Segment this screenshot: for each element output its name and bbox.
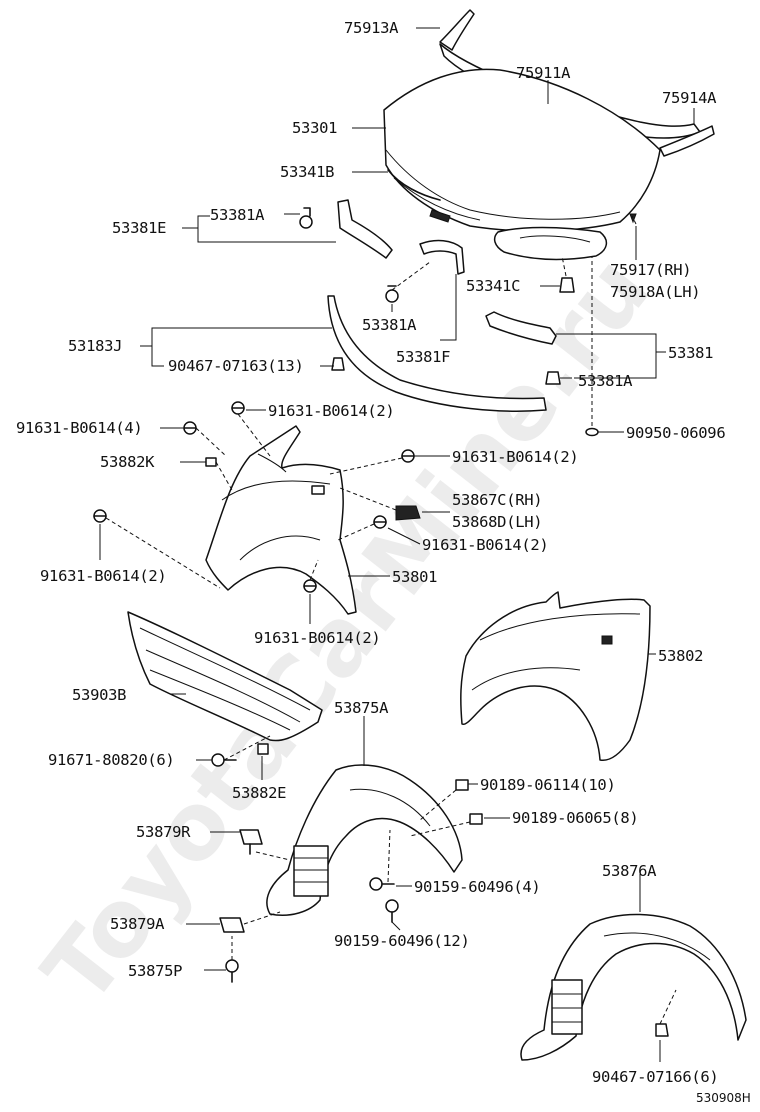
label-90159-b: 90159-60496(12) <box>334 932 469 950</box>
bolt-90159-b <box>385 899 399 923</box>
label-53381A-1: 53381A <box>210 206 265 224</box>
label-75918A: 75918A(LH) <box>610 283 700 301</box>
hood-underside-bracket <box>493 226 608 261</box>
label-91631-f: 91631-B0614(2) <box>254 629 380 647</box>
dashed-assembly-lines <box>105 215 677 1025</box>
hood-protector-75913A <box>439 9 475 51</box>
clip-90467-07163 <box>331 357 345 371</box>
label-53801: 53801 <box>392 568 437 586</box>
clip-53381A-2 <box>385 285 399 303</box>
label-53879R: 53879R <box>136 823 191 841</box>
label-90950-06096: 90950-06096 <box>626 424 725 442</box>
bumper-reinforcement-53903B <box>127 611 323 742</box>
hood-cushion-53381 <box>485 311 557 345</box>
label-90467-07163: 90467-07163(13) <box>168 357 303 375</box>
label-90189-06114: 90189-06114(10) <box>480 776 615 794</box>
label-53882K: 53882K <box>100 453 155 471</box>
label-91631-b: 91631-B0614(4) <box>16 419 142 437</box>
label-53867C: 53867C(RH) <box>452 491 542 509</box>
label-53875A: 53875A <box>334 699 389 717</box>
leader-lines <box>99 27 695 1062</box>
figure-id: 530908H <box>696 1091 751 1105</box>
seal-53183J <box>327 295 547 412</box>
label-53301: 53301 <box>292 119 337 137</box>
fender-liner-53876A <box>520 913 747 1061</box>
label-90467-07166: 90467-07166(6) <box>592 1068 718 1086</box>
label-53381A-3: 53381A <box>578 372 633 390</box>
fender-apron-53801 <box>205 425 357 615</box>
hood-cushion-53381E <box>337 199 393 259</box>
label-75914A: 75914A <box>662 89 717 107</box>
bracket-53882K <box>205 457 217 467</box>
label-90159-a: 90159-60496(4) <box>414 878 540 896</box>
label-75913A: 75913A <box>344 19 399 37</box>
label-53876A: 53876A <box>602 862 657 880</box>
label-91631-d: 91631-B0614(2) <box>40 567 166 585</box>
label-75911A: 75911A <box>516 64 571 82</box>
fender-53802 <box>460 591 651 762</box>
label-53183J: 53183J <box>68 337 122 355</box>
clip-53381A-1 <box>299 207 313 229</box>
label-53903B: 53903B <box>72 686 126 704</box>
clip-90950-06096 <box>585 427 599 437</box>
clip-53341C <box>559 277 575 293</box>
hood-cushion-53381F <box>419 239 465 275</box>
label-53882E: 53882E <box>232 784 286 802</box>
label-91631-a: 91631-B0614(2) <box>268 402 394 420</box>
label-53381: 53381 <box>668 344 713 362</box>
label-53341C: 53341C <box>466 277 520 295</box>
clip-90467-07166 <box>655 1023 669 1037</box>
cushion-53867C <box>395 505 421 521</box>
hood-seal-53341B <box>387 169 441 201</box>
bolt-91631-e <box>373 515 387 529</box>
bracket-53879R <box>239 829 263 855</box>
bolt-91631-a <box>231 401 245 415</box>
hood-panel-53301 <box>383 68 661 232</box>
retainer-53882E <box>257 743 269 755</box>
bolt-53875P <box>225 959 239 983</box>
hood-protector-75914A <box>659 125 715 157</box>
label-53381F: 53381F <box>396 348 450 366</box>
label-90189-06065: 90189-06065(8) <box>512 809 638 827</box>
label-53802: 53802 <box>658 647 703 665</box>
label-53879A: 53879A <box>110 915 165 933</box>
fender-liner-53875A <box>266 764 463 916</box>
bolt-90159-a <box>369 877 395 891</box>
label-91631-c: 91631-B0614(2) <box>452 448 578 466</box>
emblem-75917 <box>629 213 637 224</box>
label-91631-e: 91631-B0614(2) <box>422 536 548 554</box>
bolt-91631-b <box>183 421 197 435</box>
screw-90189-06065 <box>469 813 483 825</box>
label-53381A-2: 53381A <box>362 316 417 334</box>
screw-90189-06114 <box>455 779 469 791</box>
label-53868D: 53868D(LH) <box>452 513 542 531</box>
bracket-53879A <box>219 917 245 933</box>
label-53875P: 53875P <box>128 962 182 980</box>
label-75917: 75917(RH) <box>610 261 691 279</box>
clip-53381A-3 <box>545 371 561 385</box>
label-91671-80820: 91671-80820(6) <box>48 751 174 769</box>
label-53381E: 53381E <box>112 219 166 237</box>
bolt-91631-f <box>303 579 317 593</box>
part-labels: 75913A 75911A 75914A 53301 53341B 53381E… <box>16 19 751 1105</box>
bolt-91631-c <box>401 449 415 463</box>
bolt-91631-d <box>93 509 107 523</box>
label-53341B: 53341B <box>280 163 334 181</box>
